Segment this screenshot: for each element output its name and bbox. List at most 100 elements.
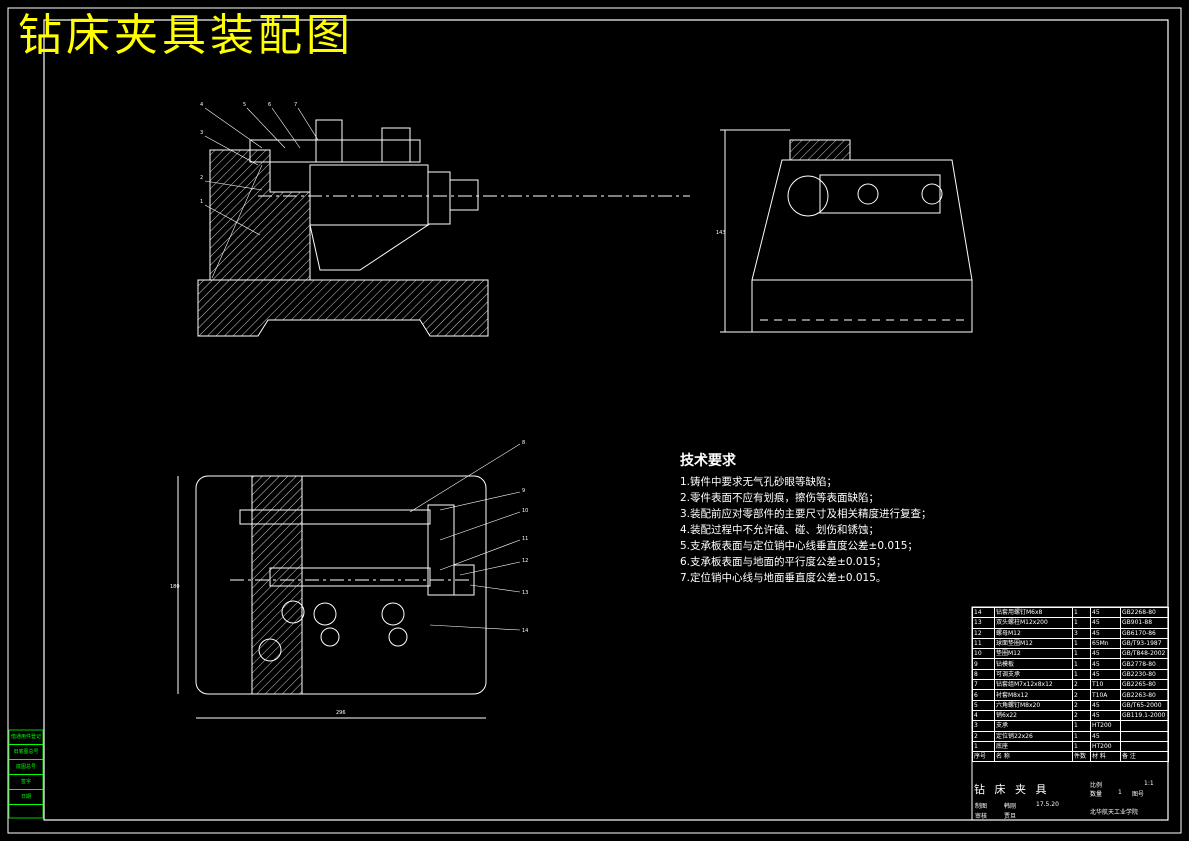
bom-cell: 13 [972,617,995,629]
plan-section [251,475,303,695]
scale-value: 1:1 [1144,780,1154,787]
bom-cell: 65Mn [1090,637,1121,650]
plan-view [177,475,487,719]
bom-cell: 45 [1090,658,1121,670]
bom-cell: HT200 [1090,720,1121,732]
side-body [751,159,973,281]
bom-cell: 2 [972,730,995,742]
plan-hole-4 [258,638,282,662]
bom-cell: 1 [1072,637,1091,650]
bom-cell: 1 [1072,730,1091,742]
bom-cell: 5 [972,699,995,711]
front-leaders [204,107,319,279]
bom-cell: 螺母M12 [994,627,1073,639]
qty-value: 1 [1118,789,1122,796]
plan-leader-number: 9 [522,488,525,494]
bom-cell: 钻模板 [994,658,1073,670]
bom-cell: 45 [1090,668,1121,681]
bom-cell: 定位销22x26 [994,730,1073,742]
front-leader-number: 4 [200,102,203,108]
front-leader-number: 5 [243,102,246,108]
plan-nut [453,564,475,596]
bom-cell: 销6x22 [994,709,1073,722]
bom-cell: 45 [1090,606,1121,619]
side-registration-box: 借通用件登记 旧底图总号 底图总号 签字 日期 [9,730,43,805]
bom-cell: GB2230-80 [1120,668,1169,681]
plan-hole-1 [281,600,305,624]
bom-cell: 支承 [994,720,1073,732]
bom-cell: 双头螺柱M12x200 [994,617,1073,629]
bom-cell: 3 [972,720,995,732]
tech-item-4: 4.装配过程中不允许磕、碰、划伤和锈蚀； [680,524,880,536]
plan-leader-number: 11 [522,536,528,542]
tech-item-6: 6.支承板表面与地面的平行度公差±0.015； [680,556,887,568]
bom-cell: 2 [1072,709,1091,722]
bom-cell: 序号 [972,751,995,763]
side-top-plate [789,139,851,161]
bom-cell: 8 [972,668,995,681]
tech-item-7: 7.定位销中心线与地面垂直度公差±0.015。 [680,572,887,584]
side-view [720,129,973,333]
tech-heading: 技术要求 [680,453,736,469]
tech-item-3: 3.装配前应对零部件的主要尺寸及相关精度进行复查； [680,508,932,520]
bom-cell: 备 注 [1120,751,1169,763]
bom-cell: 14 [972,606,995,619]
bom-cell: 可调支承 [994,668,1073,681]
clamp-right [381,127,411,163]
title-block: 钻 床 夹 具 比例 1:1 数量 1 图号 制图 韩刚 17.5.20 审核 … [972,777,1168,820]
tech-item-2: 2.零件表面不应有划痕，擦伤等表面缺陷； [680,492,880,504]
bracket [309,224,430,271]
bom-cell: 1 [1072,648,1091,660]
checker-label: 审核 [975,813,988,820]
bom-cell: 2 [1072,679,1091,691]
side-arm [819,174,941,214]
plan-rod-1 [239,509,431,525]
bom-cell: GB2778-80 [1120,658,1169,670]
bom-cell: 1 [972,740,995,753]
bom-cell: 11 [972,637,995,650]
bom-cell: 1 [1072,617,1091,629]
plan-leader-number: 12 [522,558,528,564]
plan-hole-6 [388,627,408,647]
school-name: 北华航天工业学院 [1090,809,1139,816]
bom-cell: 六角螺钉M8x20 [994,699,1073,711]
bom-cell: 名 称 [994,751,1073,763]
checker-name: 贾旦 [1004,813,1017,820]
drawing-no-label: 图号 [1132,791,1145,798]
tech-requirements: 技术要求 1.铸件中要求无气孔砂眼等缺陷； 2.零件表面不应有划痕，擦伤等表面缺… [680,450,932,586]
bom-cell: 7 [972,679,995,691]
dim-plan-height: 180 [170,584,180,590]
plan-plate [427,504,455,596]
bom-cell: GB2263-80 [1120,689,1169,701]
bom-cell: GB119.1-2000 [1120,709,1169,722]
bom-cell: 2 [1072,689,1091,701]
bom-cell: 钻套组M7x12x8x12 [994,679,1073,691]
qty-label: 数量 [1090,791,1103,798]
bom-cell: T10A [1090,689,1121,701]
front-view [197,119,690,337]
bom-cell: 1 [1072,740,1091,753]
bom-cell: 1 [1072,658,1091,670]
bom-cell: GB/T93-1987 [1120,637,1169,650]
sidebox-1: 借通用件登记 [9,730,43,745]
bom-cell: 12 [972,627,995,639]
front-leader-number: 1 [200,199,203,205]
bom-cell: GB2268-80 [1120,606,1169,619]
bom-cell: 3 [1072,627,1091,639]
bom-cell: 45 [1090,699,1121,711]
plan-leaders [409,443,521,631]
bom-cell: 45 [1090,617,1121,629]
bom-cell: 1 [1072,668,1091,681]
bom-cell: GB6170-86 [1120,627,1169,639]
part-name: 钻 床 夹 具 [974,783,1050,796]
sidebox-3: 底图总号 [9,760,43,775]
bom-cell: T10 [1090,679,1121,691]
